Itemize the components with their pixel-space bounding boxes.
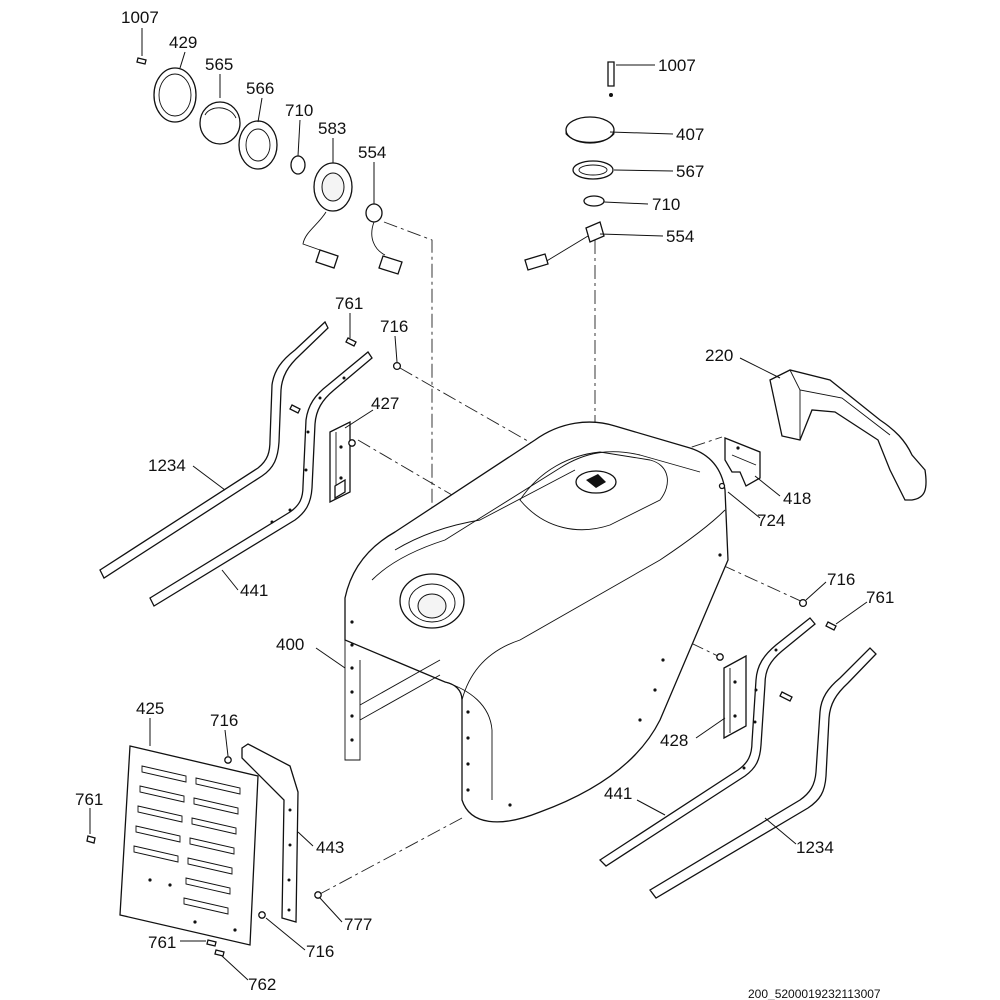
label-565: 565 — [205, 55, 233, 74]
label-554-left: 554 — [358, 143, 386, 162]
left-fasteners — [289, 337, 402, 447]
bracket-418 — [718, 437, 761, 490]
label-716-right: 716 — [827, 570, 855, 589]
right-fasteners — [716, 598, 837, 702]
label-428: 428 — [660, 731, 688, 750]
label-761-bottom: 761 — [148, 933, 176, 952]
hood-holes — [350, 553, 722, 807]
left-bracket-427 — [329, 420, 351, 504]
label-418: 418 — [783, 489, 811, 508]
label-1234-right: 1234 — [796, 838, 834, 857]
label-220: 220 — [705, 346, 733, 365]
label-777: 777 — [344, 915, 372, 934]
grille-425 — [119, 745, 259, 946]
label-566: 566 — [246, 79, 274, 98]
right-bracket-428 — [723, 654, 747, 740]
label-400: 400 — [276, 635, 304, 654]
left-seal-1234 — [99, 320, 329, 579]
label-441-right: 441 — [604, 784, 632, 803]
label-761-right: 761 — [866, 588, 894, 607]
cover-220 — [769, 369, 927, 501]
right-strip-441 — [598, 617, 816, 867]
label-716-top: 716 — [380, 317, 408, 336]
grille-slots — [133, 765, 241, 915]
hood-400 — [344, 421, 729, 823]
grille-fasteners — [86, 756, 322, 957]
frame-443 — [241, 743, 299, 923]
label-724: 724 — [757, 511, 785, 530]
label-710-right: 710 — [652, 195, 680, 214]
label-583: 583 — [318, 119, 346, 138]
label-1234-left: 1234 — [148, 456, 186, 475]
label-425: 425 — [136, 699, 164, 718]
label-554-right: 554 — [666, 227, 694, 246]
left-strip-441 — [149, 351, 373, 607]
right-cap-assembly — [524, 61, 615, 271]
leader-lines — [89, 28, 868, 981]
label-761-top: 761 — [335, 294, 363, 313]
label-716-grille: 716 — [210, 711, 238, 730]
label-429: 429 — [169, 33, 197, 52]
label-1007-left: 1007 — [121, 8, 159, 27]
label-443: 443 — [316, 838, 344, 857]
label-407: 407 — [676, 125, 704, 144]
label-1007-right: 1007 — [658, 56, 696, 75]
label-427: 427 — [371, 394, 399, 413]
label-710-left: 710 — [285, 101, 313, 120]
label-716-bottom: 716 — [306, 942, 334, 961]
drawing-code: 200_5200019232113007 — [748, 987, 881, 1000]
label-762: 762 — [248, 975, 276, 994]
label-567: 567 — [676, 162, 704, 181]
part-labels: 1007 429 565 566 710 583 554 1007 407 56… — [75, 8, 894, 994]
right-seal-1234 — [649, 647, 877, 899]
label-761-grille: 761 — [75, 790, 103, 809]
label-441-left: 441 — [240, 581, 268, 600]
